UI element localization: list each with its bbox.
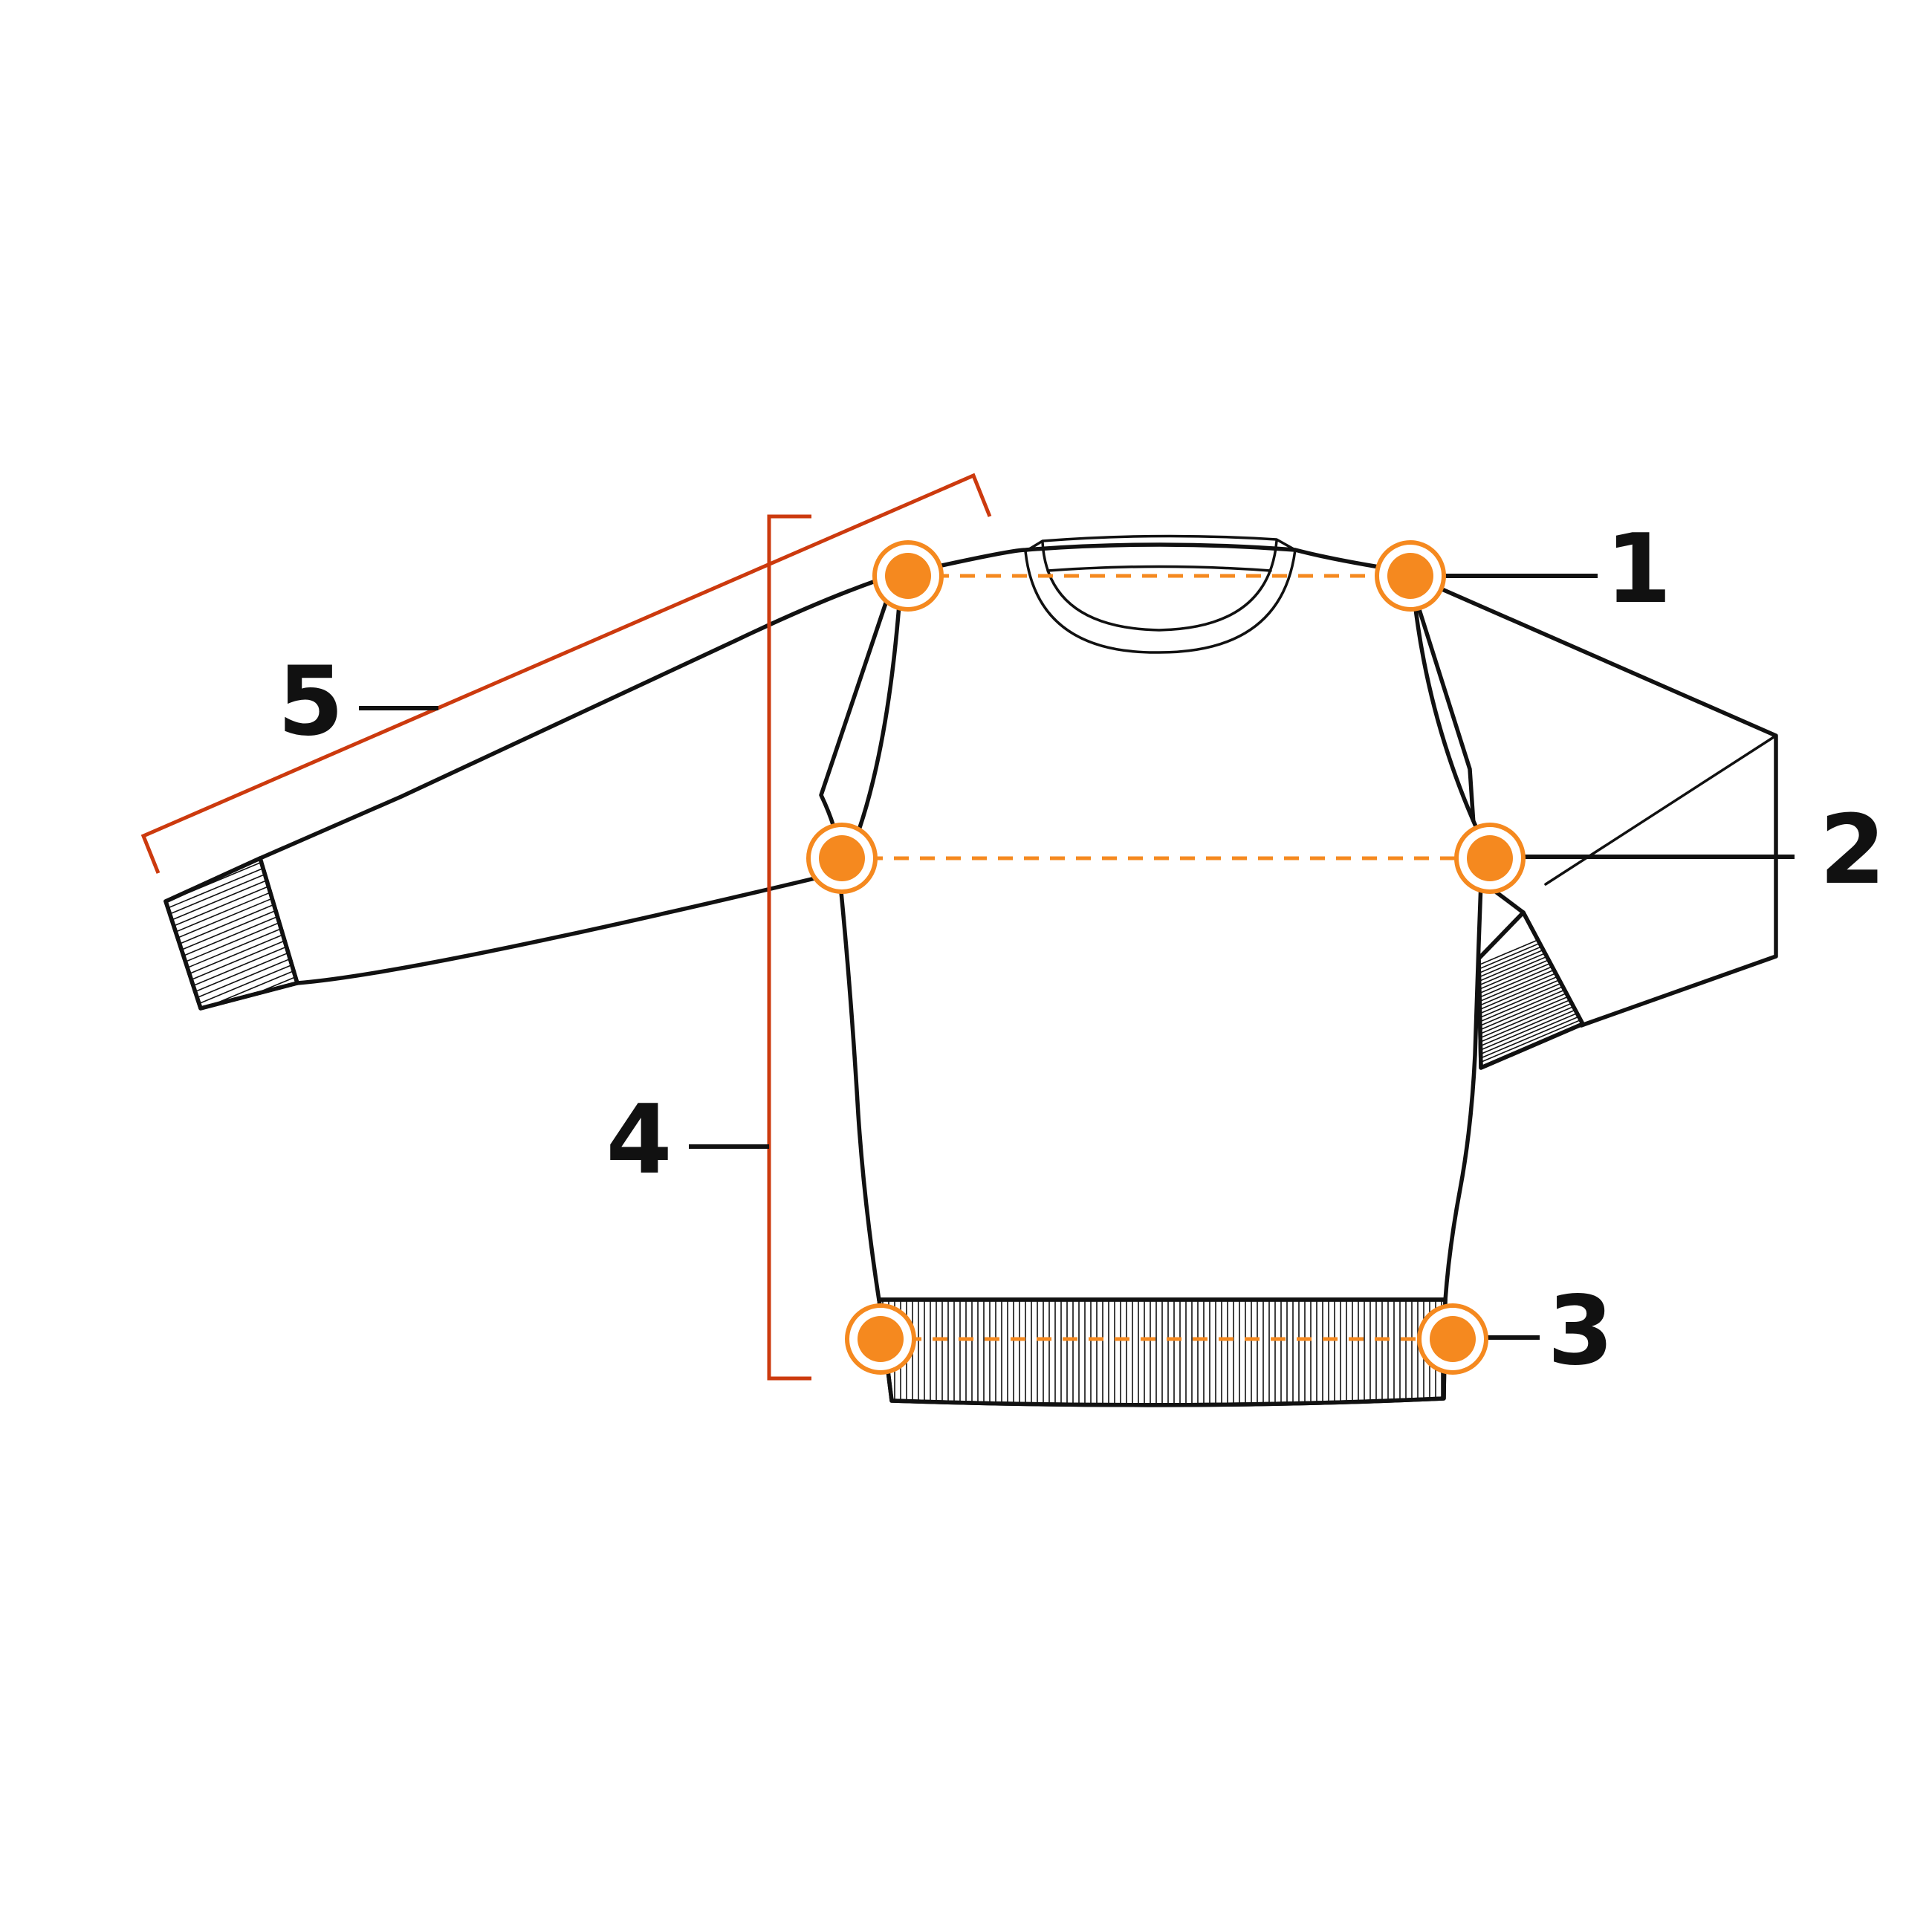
- label-5: 5: [277, 646, 343, 757]
- neck-collar-outer: [1024, 548, 1297, 654]
- neckline: [1024, 534, 1297, 654]
- right-sleeve: [1406, 572, 1778, 1070]
- marker-hem-left: [845, 1303, 916, 1375]
- marker-shoulder-right: [1375, 540, 1446, 612]
- left-sleeve-body: [258, 572, 898, 985]
- neck-collar-inner: [1041, 539, 1278, 632]
- marker-chest-right: [1454, 823, 1526, 894]
- left-sleeve: [163, 572, 898, 1011]
- marker-shoulder-left: [872, 540, 944, 612]
- marker-hem-right: [1417, 1303, 1488, 1375]
- neck-inner-back: [1046, 565, 1272, 572]
- body-panel: [837, 542, 1485, 1303]
- label-1: 1: [1605, 514, 1671, 625]
- label-2: 2: [1819, 795, 1885, 906]
- marker-chest-left: [806, 823, 878, 894]
- neck-back-collar: [1024, 534, 1297, 553]
- right-cuff-ribbing: [1479, 912, 1583, 1068]
- label-3: 3: [1547, 1276, 1613, 1387]
- label-4: 4: [606, 1085, 672, 1196]
- sweater-body: [837, 542, 1485, 1407]
- body-length-bracket: [767, 514, 811, 1381]
- right-sleeve-fold-line: [1544, 734, 1777, 886]
- sleeve-length-bracket: [140, 473, 992, 874]
